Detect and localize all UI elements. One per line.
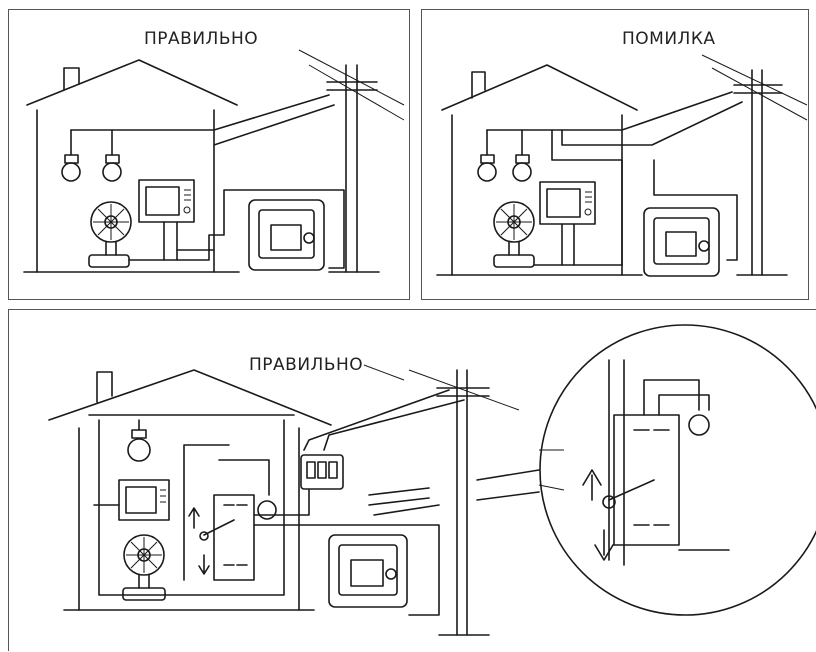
light-bulb-icon: [102, 154, 122, 182]
transfer-switch-icon: [188, 494, 255, 581]
wiring-diagram-incorrect: [436, 54, 808, 277]
house-icon: [48, 369, 332, 611]
tv-icon: [539, 181, 596, 266]
house-icon: [436, 64, 643, 276]
light-bulb-icon: [61, 154, 81, 182]
light-bulb-icon: [127, 429, 151, 462]
tv-icon: [138, 179, 195, 261]
generator-icon: [328, 534, 408, 608]
caption-correct-transfer: ПРАВИЛЬНО: [249, 355, 364, 375]
light-bulb-icon: [477, 154, 497, 182]
panel-incorrect-top-right: ПОМИЛКА: [421, 9, 809, 300]
wiring-diagram-transfer-switch: [48, 324, 816, 636]
panel-correct-bottom: ПРАВИЛЬНО: [8, 309, 816, 651]
caption-correct: ПРАВИЛЬНО: [144, 29, 259, 49]
utility-pole-icon: [408, 369, 520, 636]
arrow-down-icon: [594, 529, 614, 561]
caption-incorrect: ПОМИЛКА: [622, 29, 716, 49]
house-icon: [23, 59, 240, 273]
transfer-switch-detail: [539, 324, 816, 616]
fan-icon: [88, 201, 132, 268]
fan-icon: [122, 534, 166, 601]
generator-icon: [643, 207, 720, 277]
generator-icon: [248, 199, 325, 271]
arrow-up-icon: [188, 507, 200, 529]
tv-icon: [118, 479, 170, 521]
wiring-diagram-correct: [23, 49, 405, 273]
arrow-up-icon: [582, 469, 602, 501]
arrow-down-icon: [198, 554, 210, 575]
panel-correct-top-left: ПРАВИЛЬНО: [8, 9, 410, 300]
breaker-box-icon: [300, 454, 344, 490]
utility-pole-icon: [701, 54, 808, 276]
light-bulb-icon: [512, 154, 532, 182]
utility-pole-icon: [298, 49, 405, 273]
fan-icon: [493, 201, 535, 268]
